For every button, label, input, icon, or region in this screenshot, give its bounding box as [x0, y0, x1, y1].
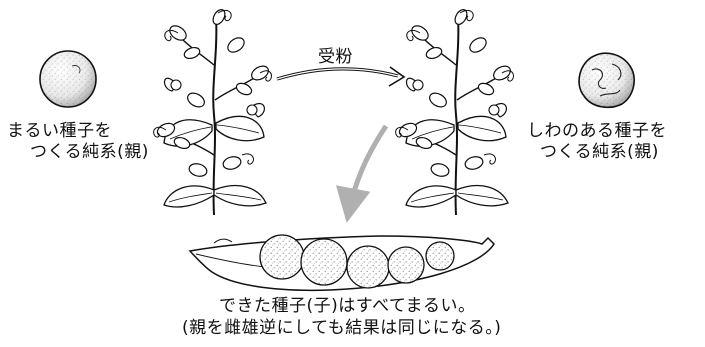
left-parent-label-line1: まるい種子を — [7, 121, 112, 141]
round-seed-icon — [39, 50, 97, 108]
offspring-arrow — [335, 124, 389, 223]
pollination-arrow — [276, 66, 406, 87]
right-parent-label-line2: つくる純系(親) — [540, 142, 659, 162]
right-parent-label-line1: しわのある種子を — [527, 121, 667, 141]
caption-line1: できた種子(子)はすべてまるい。 — [219, 296, 476, 316]
wrinkled-seed-icon — [578, 52, 635, 109]
left-parent-label-line2: つくる純系(親) — [30, 142, 149, 162]
pea-plant-icon — [394, 6, 515, 217]
pollination-label: 受粉 — [318, 47, 353, 67]
pea-plant-icon — [152, 6, 273, 217]
caption-line2: (親を雌雄逆にしても結果は同じになる。) — [182, 318, 502, 338]
pea-pod-icon — [188, 234, 495, 292]
